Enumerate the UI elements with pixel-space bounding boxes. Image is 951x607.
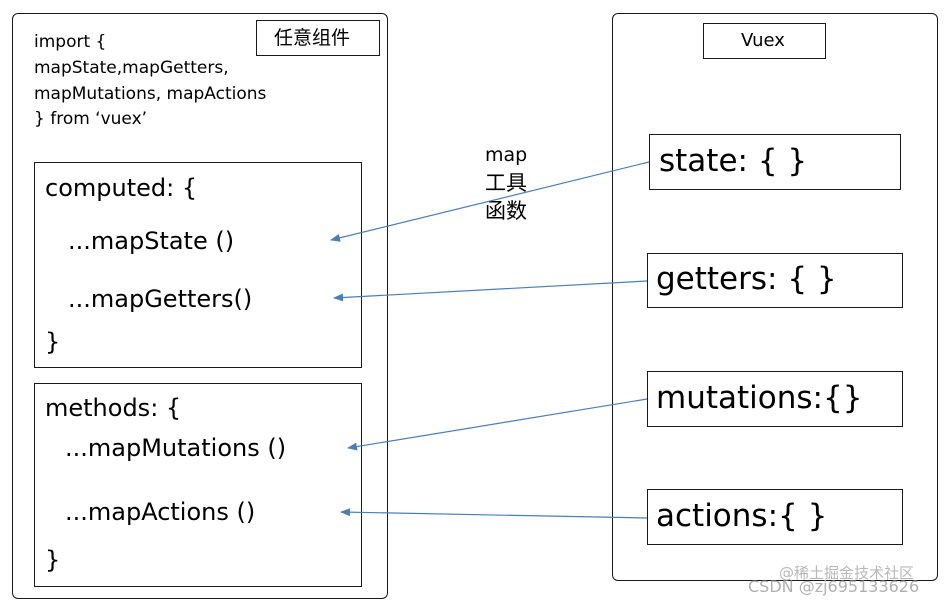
vuex-item-mutations-box — [647, 371, 903, 427]
vuex-item-getters: getters: { } — [656, 261, 837, 297]
vuex-item-state: state: { } — [659, 143, 808, 179]
vuex-item-state-box — [649, 134, 901, 190]
watermark-overlay: @稀土掘金技术社区 — [779, 564, 915, 582]
import-line: mapState,mapGetters, — [34, 58, 229, 78]
methods-block — [34, 383, 362, 587]
vuex-item-actions: actions:{ } — [656, 498, 828, 534]
computed-item-mapgetters: ...mapGetters() — [68, 285, 253, 313]
map-label-line: map — [485, 144, 528, 166]
methods-close: } — [45, 546, 61, 574]
import-line: } from ‘vuex’ — [34, 109, 148, 129]
arrow-state-to-mapstate — [330, 161, 650, 242]
computed-open: computed: { — [45, 174, 198, 202]
methods-open: methods: { — [45, 394, 182, 422]
vuex-title: Vuex — [741, 30, 785, 51]
computed-block — [34, 162, 362, 368]
component-label: 任意组件 — [274, 27, 351, 49]
import-line: import { — [34, 32, 107, 52]
computed-close: } — [45, 328, 61, 356]
import-line: mapMutations, mapActions — [34, 84, 267, 104]
arrow-mutations-to-mapmutations — [347, 398, 648, 451]
arrow-getters-to-mapgetters — [333, 280, 648, 302]
watermark: CSDN @zj695133626 — [748, 577, 920, 596]
arrow-actions-to-mapactions — [340, 508, 648, 519]
methods-item-mapactions: ...mapActions () — [65, 498, 256, 526]
vuex-item-mutations: mutations:{} — [656, 380, 863, 416]
component-label-box — [256, 20, 380, 56]
vuex-item-getters-box — [647, 253, 903, 308]
map-label-line: 工具 — [485, 171, 527, 195]
map-label-line: 函数 — [485, 199, 527, 223]
computed-item-mapstate: ...mapState () — [68, 227, 235, 255]
methods-item-mapmutations: ...mapMutations () — [65, 434, 287, 462]
vuex-title-box — [703, 23, 826, 59]
vuex-item-actions-box — [647, 489, 903, 545]
